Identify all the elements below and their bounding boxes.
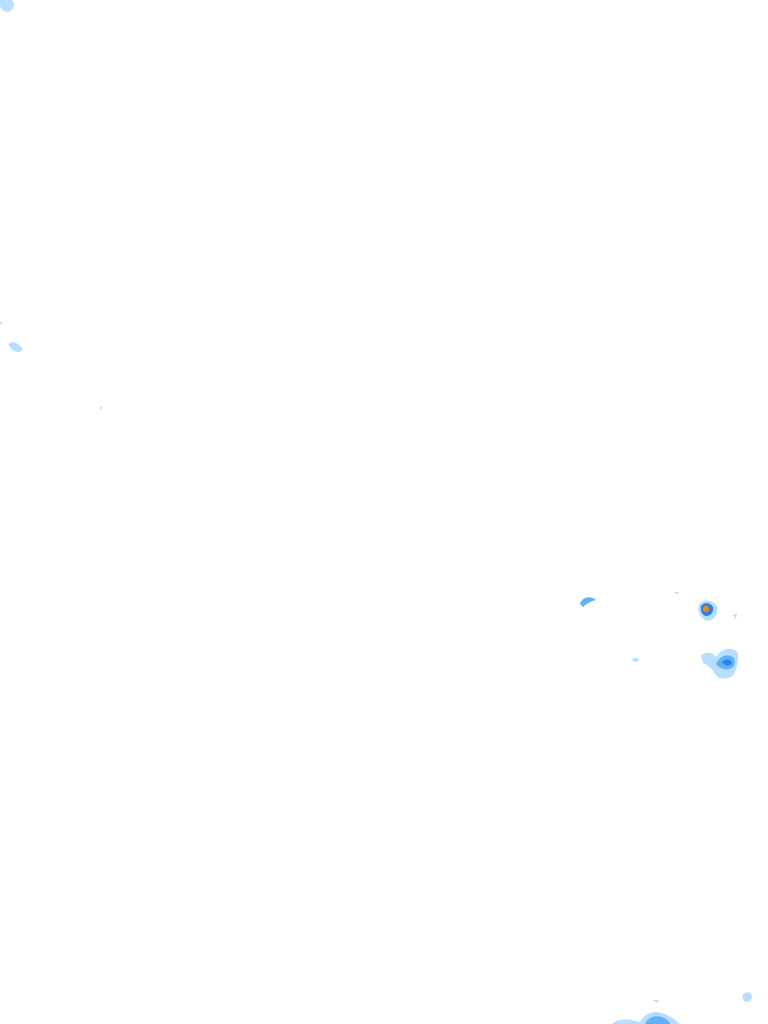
precip-echo (0, 321, 3, 325)
precip-echo (645, 1016, 670, 1024)
precip-echo (632, 657, 639, 662)
precip-echo (0, 0, 15, 12)
precip-echo (722, 659, 732, 666)
precip-echo (9, 342, 23, 352)
precip-echo (742, 992, 752, 1002)
precip-echo (99, 406, 103, 410)
precip-echo (673, 592, 679, 594)
precip-echo (733, 613, 737, 619)
precip-core (702, 605, 710, 613)
precip-echo (653, 1000, 659, 1003)
precip-echo (580, 597, 596, 607)
